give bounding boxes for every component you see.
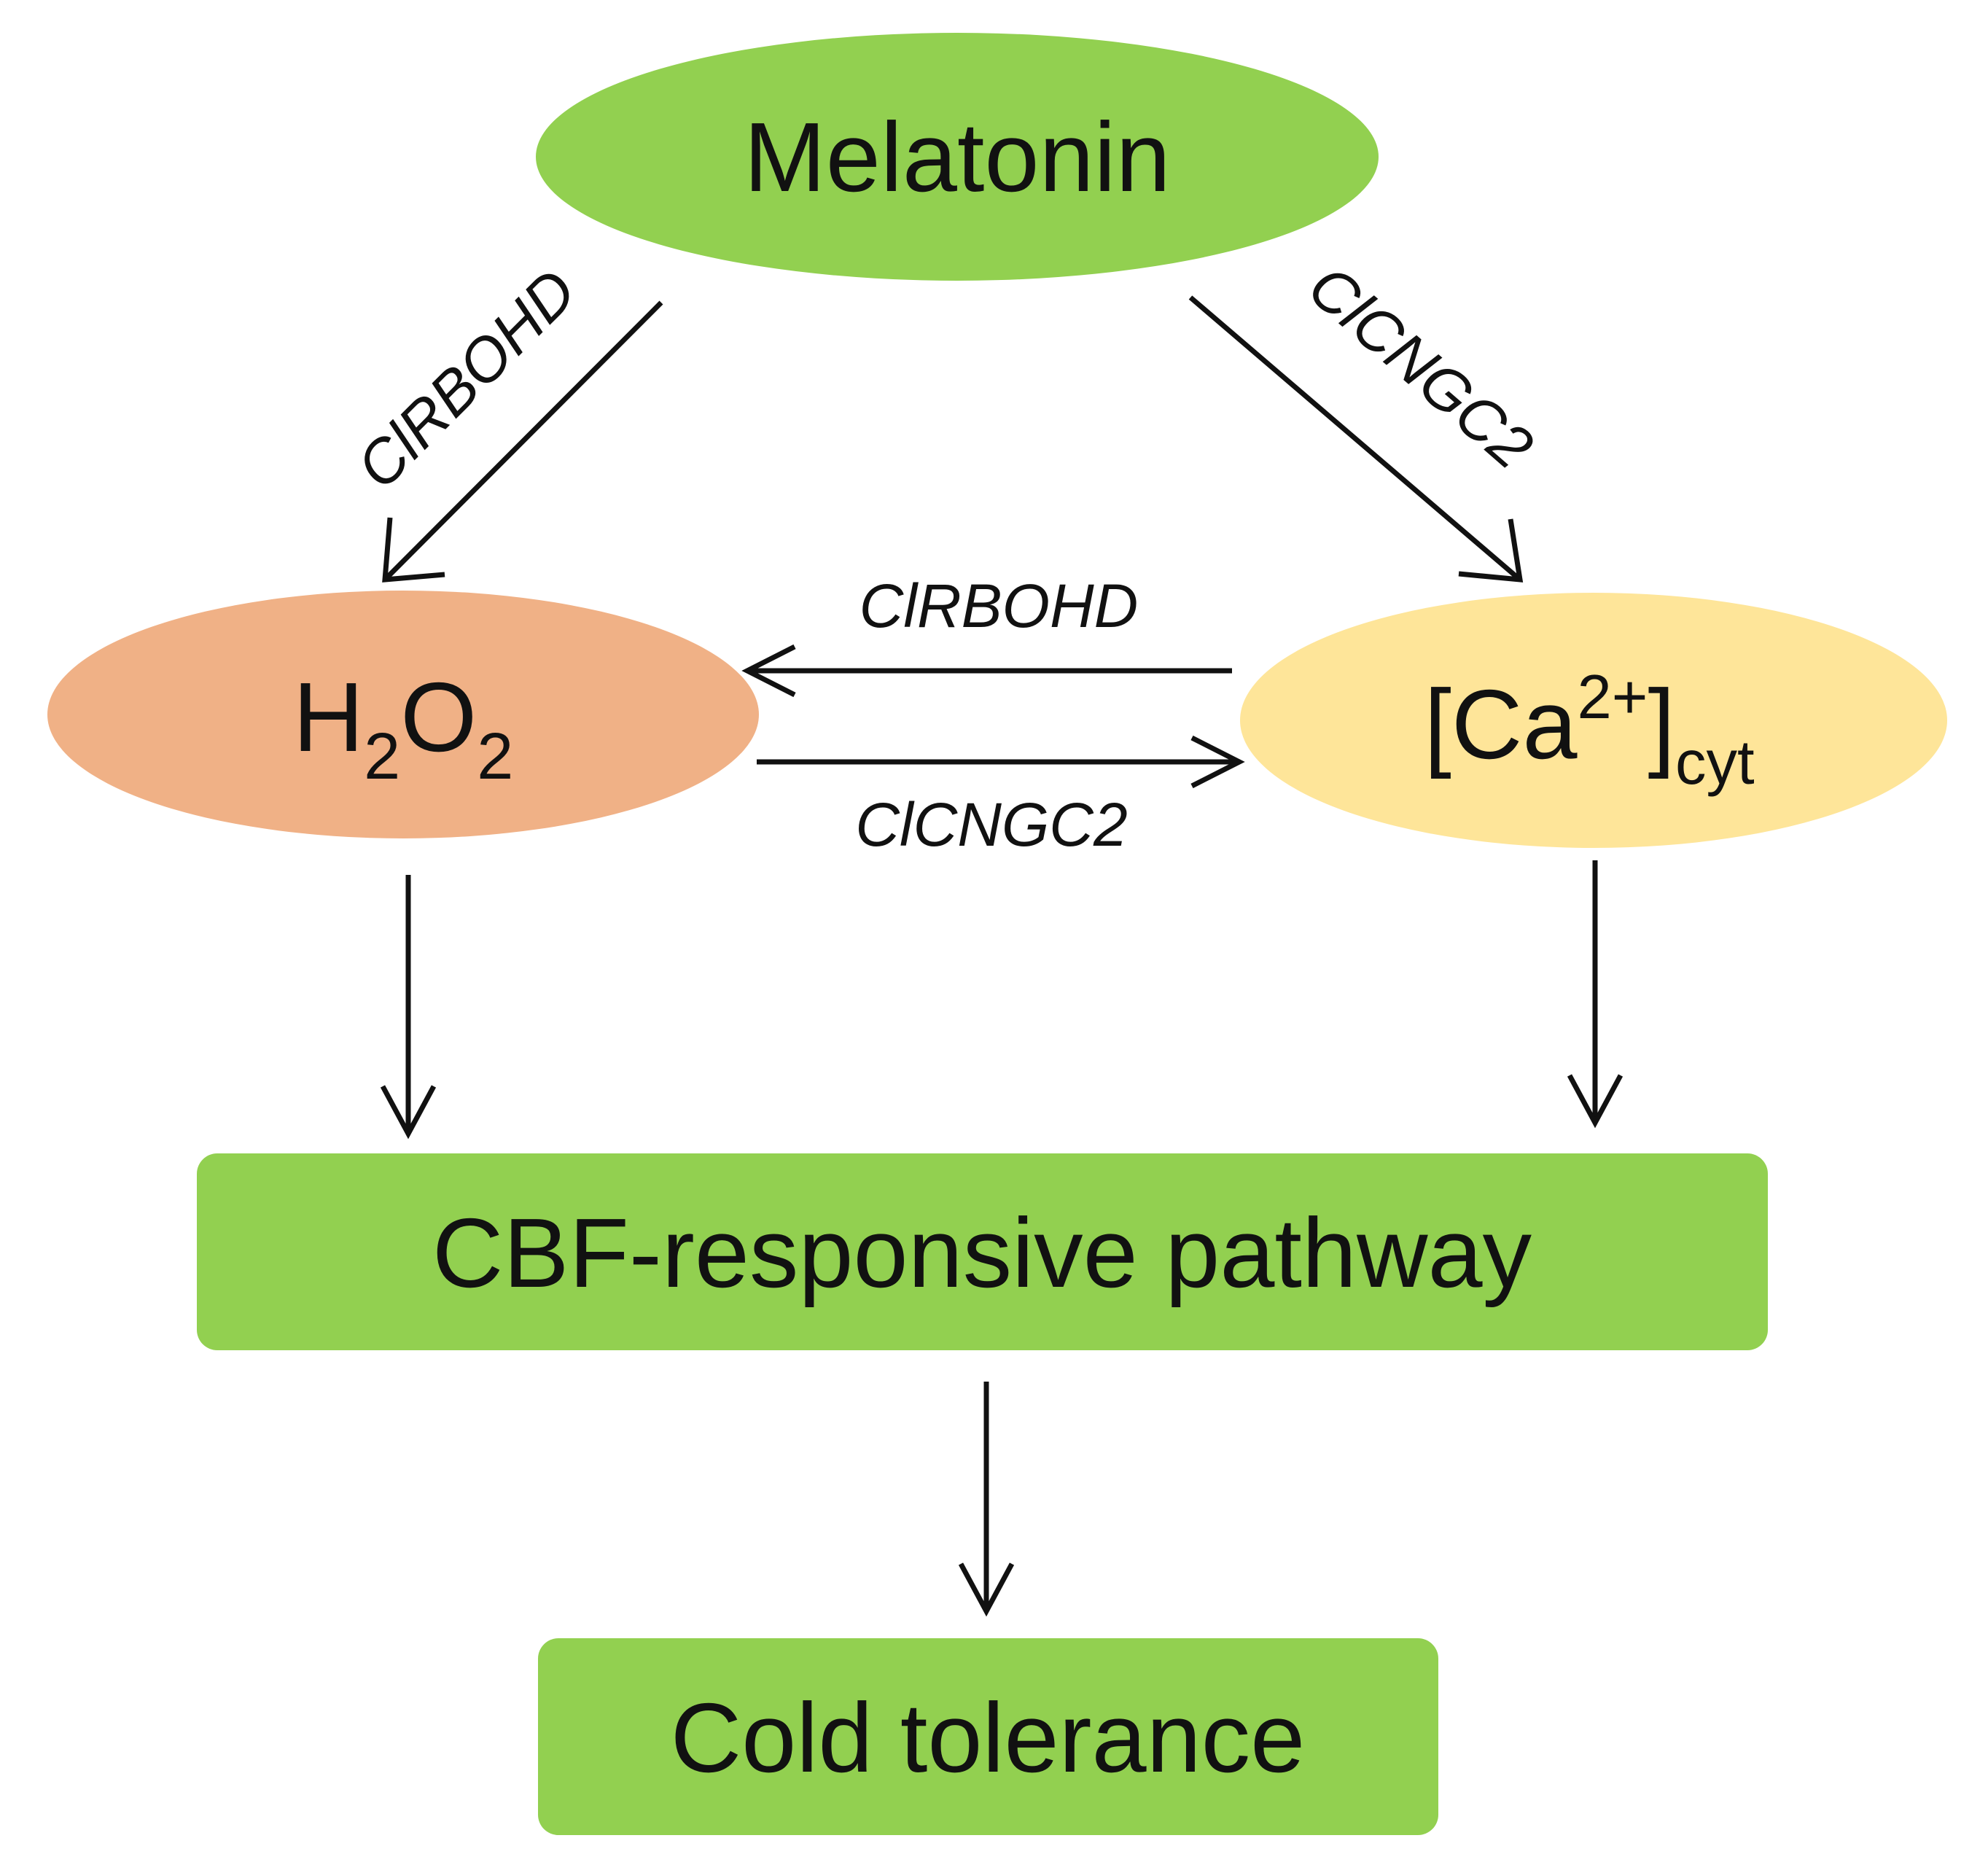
melatonin-ellipse	[536, 33, 1379, 281]
node-calcium: [Ca2+]cyt	[1240, 593, 1947, 848]
arrow-calcium-to-h2o2-head	[741, 644, 796, 698]
calcium-label: [Ca2+]cyt	[1424, 663, 1754, 798]
arrow-melatonin-to-calcium-head	[1458, 518, 1524, 583]
arrow-melatonin-to-h2o2-shaft	[383, 300, 663, 582]
arrow-melatonin-to-calcium-shaft	[1188, 295, 1522, 582]
arrow-calcium-to-h2o2	[741, 644, 1232, 698]
h2o2-label-sub-2: 2	[477, 720, 513, 793]
calcium-label-close: ]	[1648, 669, 1675, 779]
cbf-box	[197, 1153, 1768, 1350]
cold-tolerance-box	[538, 1638, 1438, 1835]
h2o2-label-h: H	[293, 662, 365, 772]
arrow-calcium-to-cbf	[1567, 860, 1623, 1129]
node-h2o2: H2O2	[47, 591, 759, 838]
calcium-ellipse	[1240, 593, 1947, 848]
calcium-label-sub: cyt	[1675, 728, 1755, 798]
arrow-calcium-to-cbf-head	[1567, 1074, 1623, 1129]
arrow-h2o2-to-calcium	[757, 735, 1245, 789]
calcium-label-sup: 2+	[1578, 663, 1648, 732]
node-melatonin: Melatonin	[536, 33, 1379, 281]
arrow-melatonin-to-h2o2	[382, 300, 663, 583]
edge-label-calcium-to-h2o2: ClRBOHD	[859, 572, 1139, 640]
arrow-melatonin-to-calcium	[1188, 295, 1524, 583]
edge-label-melatonin-to-calcium: ClCNGC2	[1295, 252, 1545, 482]
edge-label-melatonin-to-h2o2: ClRBOHD	[343, 256, 589, 502]
arrow-cbf-to-cold	[958, 1382, 1015, 1617]
node-cbf: CBF-responsive pathway	[197, 1153, 1768, 1350]
h2o2-label-sub-1: 2	[364, 720, 400, 793]
cold-tolerance-label: Cold tolerance	[671, 1683, 1306, 1793]
cbf-label: CBF-responsive pathway	[432, 1198, 1532, 1308]
melatonin-label: Melatonin	[744, 102, 1170, 212]
node-cold-tolerance: Cold tolerance	[538, 1638, 1438, 1835]
calcium-label-open: [Ca	[1424, 669, 1578, 779]
arrow-h2o2-to-calcium-head	[1190, 735, 1245, 789]
edge-label-h2o2-to-calcium: ClCNGC2	[855, 790, 1127, 859]
arrow-melatonin-to-h2o2-head	[382, 517, 445, 583]
arrow-cbf-to-cold-head	[958, 1562, 1015, 1617]
h2o2-label: H2O2	[293, 662, 514, 793]
arrow-h2o2-to-cbf	[380, 875, 437, 1140]
h2o2-label-o: O	[400, 662, 477, 772]
h2o2-ellipse	[47, 591, 759, 838]
arrow-h2o2-to-cbf-head	[380, 1085, 437, 1140]
